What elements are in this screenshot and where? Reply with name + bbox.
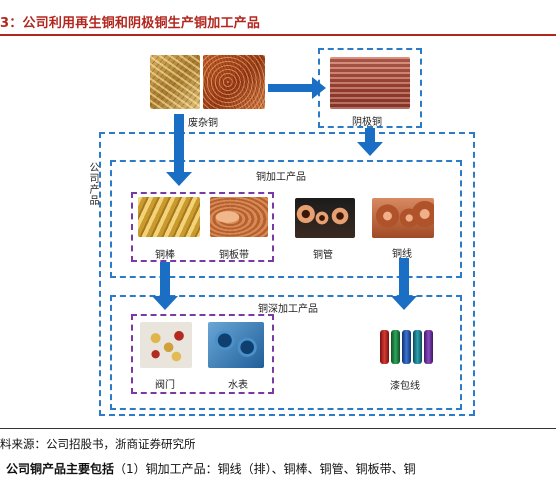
arrow-scrap-down: [166, 114, 192, 186]
arrow-cathode-down: [357, 128, 383, 156]
copper-processing-box: [110, 160, 462, 278]
water-meter-photo: [208, 322, 264, 368]
deep-processing-label: 铜深加工产品: [258, 304, 318, 315]
copper-wire-label: 铜线: [392, 249, 412, 260]
spool-green: [391, 330, 400, 364]
valve-meter-group-box: [131, 314, 274, 394]
cathode-copper-photo: [330, 57, 410, 109]
copper-wire-photo: [372, 198, 434, 238]
spool-blue: [402, 330, 411, 364]
title-rule: [0, 34, 556, 36]
copper-rod-label: 铜棒: [155, 250, 175, 261]
scrap-copper-photo-2: [203, 55, 265, 109]
spool-red: [380, 330, 389, 364]
copper-strip-photo: [210, 197, 268, 237]
deep-processing-box: [110, 295, 462, 410]
water-meter-label: 水表: [228, 380, 248, 391]
arrow-scrap-to-cathode: [268, 77, 326, 99]
truncated-bold: 公司铜产品主要包括: [6, 462, 115, 476]
valve-photo: [140, 322, 192, 368]
truncated-rest: （1）铜加工产品：铜线（排）、铜棒、铜管、铜板带、铜: [114, 462, 416, 476]
enameled-wire-label: 漆包线: [390, 381, 420, 392]
copper-rod-photo: [138, 197, 200, 237]
source-note: 料来源：公司招股书，浙商证券研究所: [0, 437, 196, 451]
valve-label: 阀门: [155, 380, 175, 391]
bottom-rule: [0, 428, 556, 429]
scrap-copper-photo-1: [150, 55, 200, 109]
copper-tube-label: 铜管: [313, 250, 333, 261]
arrow-rod-down: [152, 262, 178, 310]
copper-processing-label: 铜加工产品: [256, 172, 306, 183]
company-products-text: 公司产品: [87, 162, 98, 206]
copper-strip-label: 铜板带: [219, 250, 249, 261]
company-products-box: [99, 132, 475, 416]
truncated-body-line: 公司铜产品主要包括（1）铜加工产品：铜线（排）、铜棒、铜管、铜板带、铜: [6, 460, 416, 477]
rod-strip-group-box: [131, 192, 274, 262]
spool-purple: [424, 330, 433, 364]
copper-tube-photo: [295, 198, 355, 238]
scrap-copper-label: 废杂铜: [188, 118, 218, 129]
spool-teal: [413, 330, 422, 364]
figure-title: 3：公司利用再生铜和阴极铜生产铜加工产品: [0, 16, 261, 31]
enameled-wire-photo: [376, 322, 438, 368]
company-products-label: 公司产品: [86, 162, 98, 210]
cathode-copper-label: 阴极铜: [352, 117, 382, 128]
arrow-wire-down: [391, 258, 417, 310]
